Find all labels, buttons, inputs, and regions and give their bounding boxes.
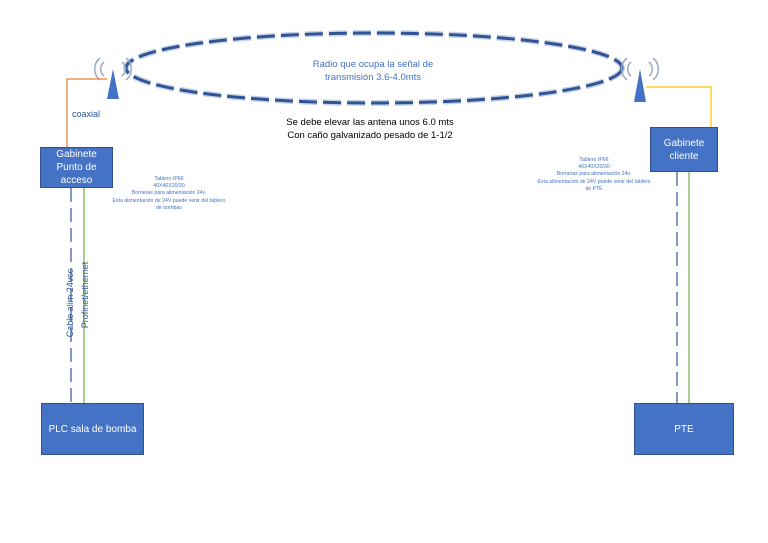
left-panel-note: Tablero IP66 40X40X20/30 Borneras para a…	[112, 176, 226, 211]
coaxial-label: coaxial	[72, 109, 101, 119]
coax-cable-left	[66, 78, 107, 147]
antenna-icon	[620, 57, 660, 102]
coax-cable-right	[646, 86, 712, 127]
power-cable-label: Cable alim 24vcc	[65, 268, 75, 338]
elevation-note: Se debe elevar las antena unos 6.0 mts C…	[286, 117, 454, 141]
pte-box: PTE	[634, 403, 734, 455]
plc-box: PLC sala de bomba	[41, 403, 144, 455]
client-cabinet: Gabinete cliente	[650, 127, 718, 172]
data-cable-label: Profinet/ethernet	[80, 261, 90, 329]
coverage-label: Radio que ocupa la señal de transmisión …	[312, 59, 434, 83]
antenna-icon	[93, 57, 133, 99]
access-point-cabinet: Gabinete Punto de acceso	[40, 147, 113, 188]
right-panel-note: Tablero IP66 40X40X20/30 Borneras para a…	[537, 157, 651, 192]
